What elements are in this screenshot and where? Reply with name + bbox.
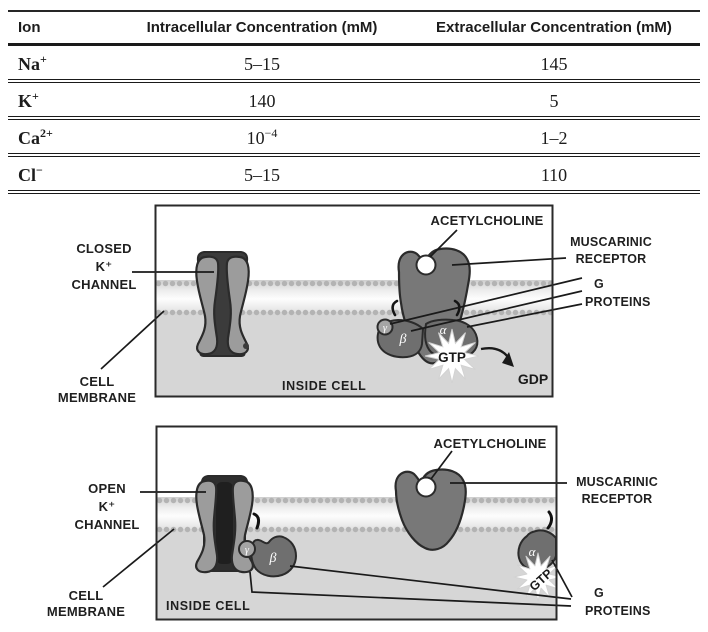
table-header-row: Ion Intracellular Concentration (mM) Ext… <box>8 11 700 46</box>
label-line: G <box>594 277 604 291</box>
cell-membrane-label-bottom: CELL MEMBRANE <box>36 588 136 620</box>
label-line: K⁺ <box>98 499 116 514</box>
acetylcholine-label-top: ACETYLCHOLINE <box>430 213 544 228</box>
extracellular-cell: 5 <box>408 81 700 120</box>
intracellular-cell: 5–15 <box>116 44 408 83</box>
open-channel-label: OPEN K⁺ CHANNEL <box>55 480 159 534</box>
extracellular-cell: 110 <box>408 155 700 194</box>
label-line: CHANNEL <box>71 277 137 292</box>
g-proteins-label-bottom: G PROTEINS <box>585 584 665 620</box>
ion-concentration-table: Ion Intracellular Concentration (mM) Ext… <box>8 10 700 194</box>
label-line: RECEPTOR <box>581 492 653 506</box>
table-row: Cl− 5–15 110 <box>8 155 700 194</box>
label-line: RECEPTOR <box>575 252 647 266</box>
label-line: MEMBRANE <box>57 390 137 405</box>
muscarinic-receptor-label-top: MUSCARINIC RECEPTOR <box>563 234 659 268</box>
closed-channel-label: CLOSED K⁺ CHANNEL <box>52 240 156 294</box>
diagram-closed-channel-panel <box>155 205 553 397</box>
label-line: PROTEINS <box>585 604 651 618</box>
ion-cell: Na+ <box>8 44 116 83</box>
membrane-bead-row <box>155 309 553 316</box>
membrane-bead-row <box>156 497 557 504</box>
extracellular-cell: 1–2 <box>408 118 700 157</box>
table-row: Na+ 5–15 145 <box>8 44 700 83</box>
acetylcholine-label-bottom: ACETYLCHOLINE <box>433 436 547 451</box>
g-proteins-label-top: G PROTEINS <box>585 275 665 311</box>
diagram-open-channel-panel <box>156 426 557 620</box>
extracellular-cell: 145 <box>408 44 700 83</box>
label-line: PROTEINS <box>585 295 651 309</box>
label-line: CHANNEL <box>74 517 140 532</box>
label-line: MUSCARINIC <box>570 235 652 249</box>
ion-cell: Cl− <box>8 155 116 194</box>
cell-membrane-label-top: CELL MEMBRANE <box>47 374 147 406</box>
membrane-bead-row <box>155 280 553 287</box>
intracellular-cell: 140 <box>116 81 408 120</box>
label-line: MEMBRANE <box>46 604 126 619</box>
label-line: OPEN <box>88 481 126 496</box>
label-line: CELL <box>79 374 115 389</box>
table-row: Ca2+ 10−4 1–2 <box>8 118 700 157</box>
ion-cell: Ca2+ <box>8 118 116 157</box>
col-header-extracellular: Extracellular Concentration (mM) <box>408 11 700 46</box>
table-row: K+ 140 5 <box>8 81 700 120</box>
inside-cell-label-bottom: INSIDE CELL <box>166 599 251 613</box>
col-header-ion: Ion <box>8 11 116 46</box>
inside-cell-label-top: INSIDE CELL <box>282 379 367 393</box>
col-header-intracellular: Intracellular Concentration (mM) <box>116 11 408 46</box>
label-line: CLOSED <box>76 241 132 256</box>
ion-cell: K+ <box>8 81 116 120</box>
label-line: CELL <box>68 588 104 603</box>
label-line: MUSCARINIC <box>576 475 658 489</box>
intracellular-cell: 10−4 <box>116 118 408 157</box>
label-line: K⁺ <box>95 259 113 274</box>
intracellular-cell: 5–15 <box>116 155 408 194</box>
membrane-bead-row <box>156 526 557 533</box>
label-line: G <box>594 586 604 600</box>
muscarinic-receptor-label-bottom: MUSCARINIC RECEPTOR <box>569 474 665 508</box>
